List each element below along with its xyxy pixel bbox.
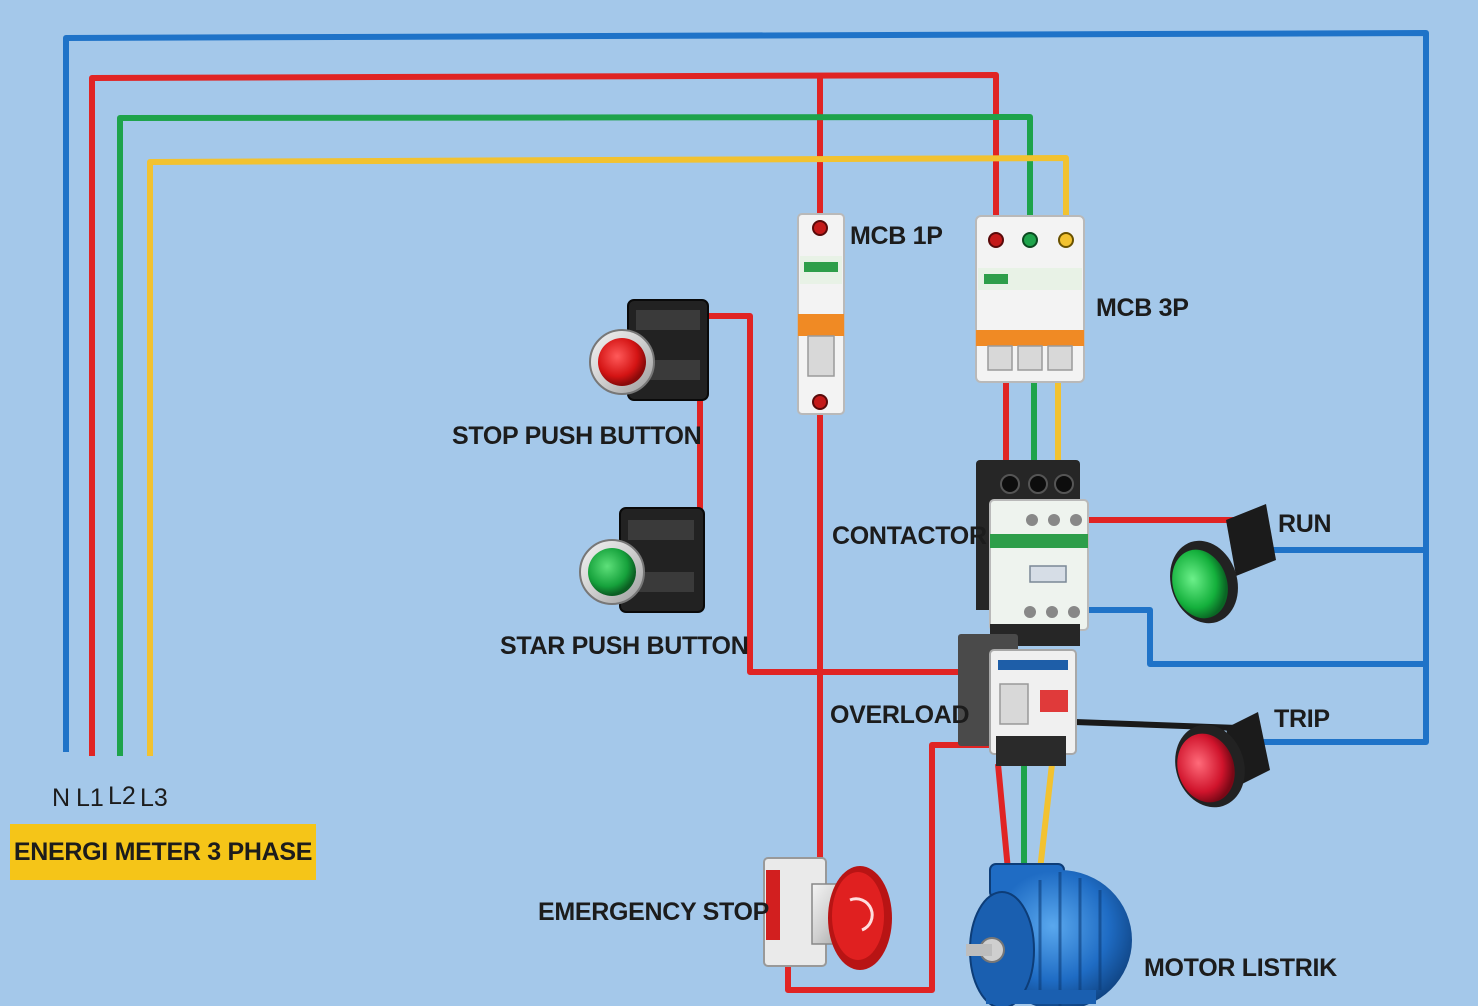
motor-icon bbox=[966, 863, 1132, 1006]
contactor-icon bbox=[976, 460, 1089, 646]
mcb1p-label: MCB 1P bbox=[850, 222, 943, 250]
mcb3p-output-wires bbox=[1003, 378, 1061, 468]
stop-push-button-label: STOP PUSH BUTTON bbox=[452, 422, 702, 450]
emergency-stop-label: EMERGENCY STOP bbox=[538, 898, 770, 926]
phase-label-n: N bbox=[52, 784, 71, 812]
energy-meter-label-box: ENERGI METER 3 PHASE bbox=[10, 824, 316, 880]
phase-label-l1: L1 bbox=[76, 784, 104, 812]
phase-label-l2: L2 bbox=[108, 782, 136, 810]
start-push-button-icon bbox=[579, 507, 705, 613]
l2-wire bbox=[117, 114, 1033, 756]
neutral-wire bbox=[63, 30, 1429, 752]
overload-relay-icon bbox=[958, 634, 1077, 766]
run-lamp-label: RUN bbox=[1278, 510, 1332, 538]
l3-wire bbox=[147, 155, 1069, 756]
trip-lamp-icon bbox=[1175, 712, 1270, 808]
stop-push-button-icon bbox=[589, 299, 709, 401]
mcb1p-icon bbox=[797, 213, 845, 415]
emergency-stop-icon bbox=[763, 857, 892, 970]
contactor-label: CONTACTOR bbox=[832, 522, 987, 550]
start-push-button-label: STAR PUSH BUTTON bbox=[500, 632, 749, 660]
motor-feed-wires bbox=[995, 763, 1055, 871]
phase-label-l3: L3 bbox=[140, 784, 168, 812]
run-lamp-icon bbox=[1170, 504, 1276, 624]
trip-lamp-label: TRIP bbox=[1274, 705, 1330, 733]
motor-label: MOTOR LISTRIK bbox=[1144, 954, 1337, 982]
mcb3p-icon bbox=[975, 215, 1085, 383]
energy-meter-label: ENERGI METER 3 PHASE bbox=[13, 837, 313, 866]
overload-label: OVERLOAD bbox=[830, 701, 970, 729]
mcb3p-label: MCB 3P bbox=[1096, 294, 1189, 322]
